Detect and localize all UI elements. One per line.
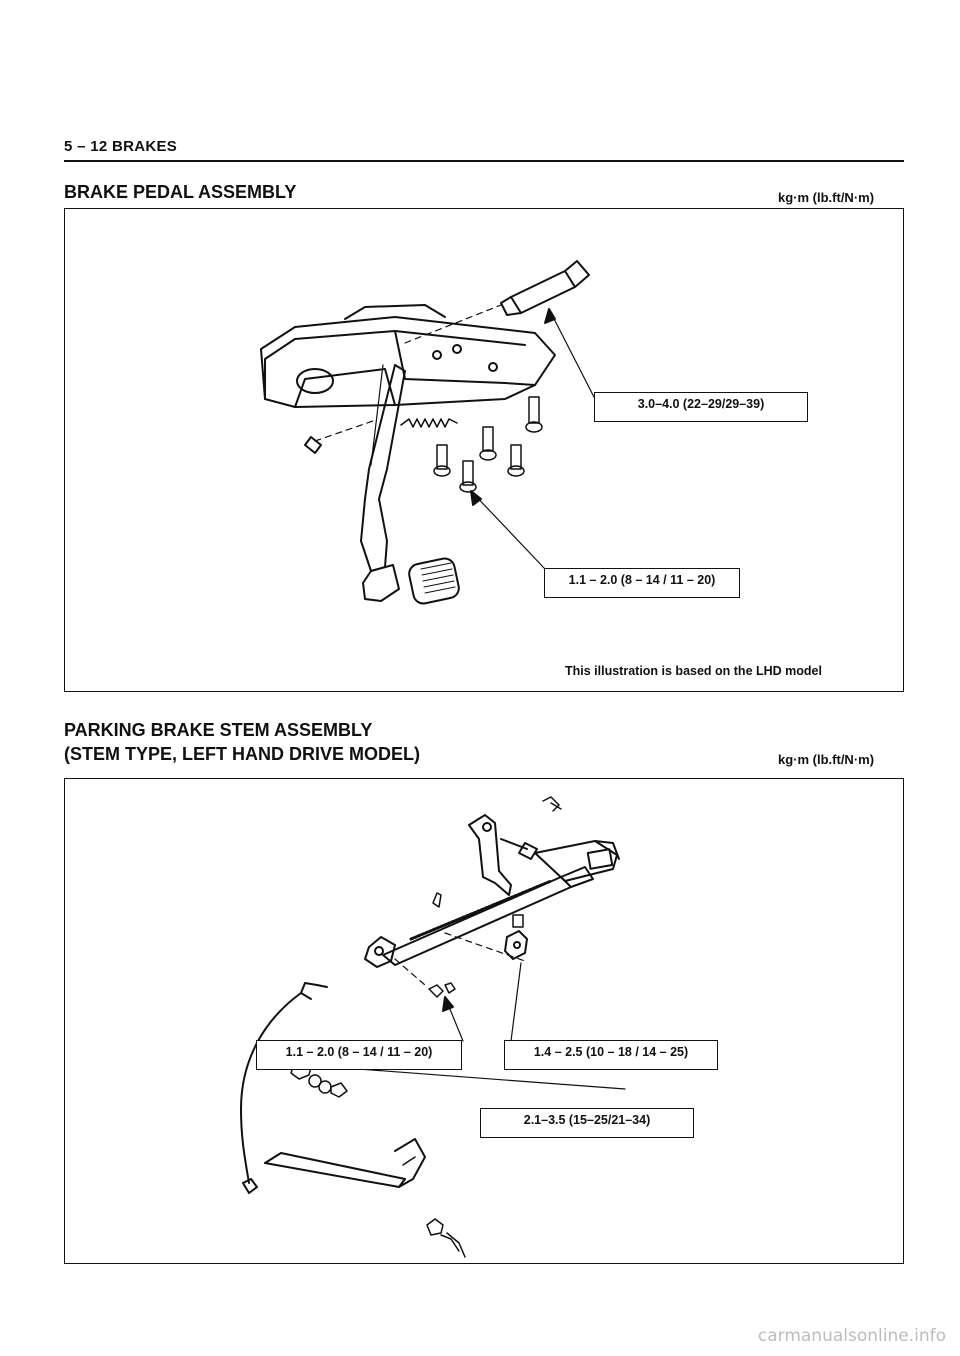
brake-pedal-figure [64,208,904,692]
torque-spec-bolt: 3.0–4.0 (22–29/29–39) [594,392,808,422]
torque-spec-b: 1.4 – 2.5 (10 – 18 / 14 – 25) [504,1040,718,1070]
torque-spec-a: 1.1 – 2.0 (8 – 14 / 11 – 20) [256,1040,462,1070]
page-header: 5 – 12 BRAKES [64,138,904,162]
brake-pedal-illustration [260,260,596,605]
parking-brake-title: PARKING BRAKE STEM ASSEMBLY (STEM TYPE, … [64,718,420,766]
parking-brake-illustration [240,796,626,1258]
lhd-model-note: This illustration is based on the LHD mo… [565,664,822,678]
parking-brake-title-line1: PARKING BRAKE STEM ASSEMBLY [64,720,373,740]
parking-brake-figure [64,778,904,1264]
parking-brake-title-line2: (STEM TYPE, LEFT HAND DRIVE MODEL) [64,744,421,764]
units-label-1: kg·m (lb.ft/N·m) [778,190,875,205]
torque-spec-c: 2.1–3.5 (15–25/21–34) [480,1108,694,1138]
brake-pedal-title: BRAKE PEDAL ASSEMBLY [64,182,297,202]
units-label-2: kg·m (lb.ft/N·m) [778,752,875,767]
watermark: carmanualsonline.info [757,1326,946,1346]
torque-spec-studs: 1.1 – 2.0 (8 – 14 / 11 – 20) [544,568,740,598]
page-reference: 5 – 12 BRAKES [64,138,178,155]
